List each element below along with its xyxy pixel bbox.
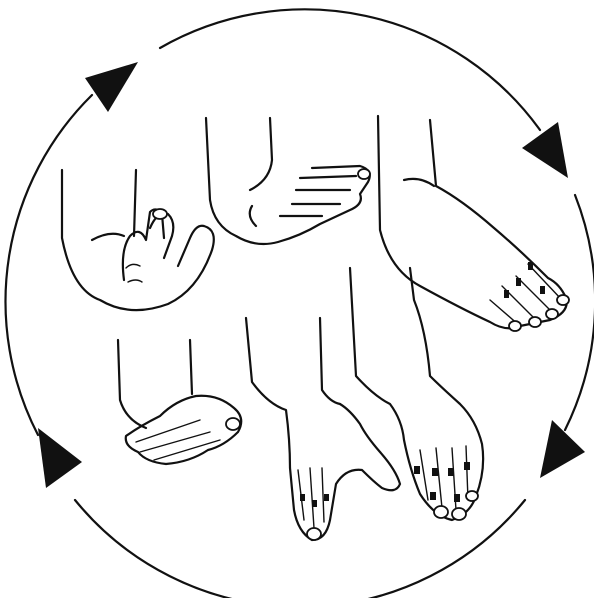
hand6-outline: [350, 268, 483, 520]
hand1-detail-2: [128, 280, 142, 282]
hand1-nail: [153, 209, 167, 219]
hand-illustration-1: [62, 170, 214, 310]
hand3-wrist-crease: [404, 179, 434, 186]
hand4-outline: [126, 396, 241, 464]
hand3-knuckle-1: [528, 262, 533, 270]
hand6-knuckle-1: [414, 466, 420, 474]
hand6-finger-2: [436, 448, 442, 508]
hand6-knuckle-3: [448, 468, 454, 476]
hand6-knuckle-5: [430, 492, 436, 500]
hand3-knuckle-4: [540, 286, 545, 294]
hand-illustration-5: [246, 318, 400, 540]
hand3-knuckle-2: [516, 278, 521, 286]
hand3-nail-4: [557, 295, 569, 305]
cycle-arc-right: [565, 195, 594, 430]
hand6-nail-2: [452, 508, 466, 520]
cycle-arrow-icon-top-left: [85, 62, 138, 112]
cycle-ring: [6, 9, 594, 598]
hand6-knuckle-2: [432, 468, 438, 476]
hand6-knuckle-6: [454, 494, 460, 502]
hand2-outline: [206, 118, 370, 244]
hand5-finger-2: [310, 468, 314, 528]
hand5-finger-3: [322, 468, 324, 522]
hand1-wrist-line: [134, 170, 136, 236]
hand5-wrist-line: [320, 318, 340, 404]
hand6-nail-3: [466, 491, 478, 501]
hand3-nail-1: [509, 321, 521, 331]
hand3-nail-2: [529, 317, 541, 327]
hand6-finger-1: [420, 450, 428, 500]
cycle-arrow-icon-bottom-right: [540, 420, 585, 478]
hand1-detail-1: [126, 264, 140, 268]
hand5-nail: [307, 528, 321, 540]
hand1-palm-crease: [92, 234, 124, 240]
hand3-finger-3: [516, 276, 552, 312]
hand2-finger-1: [300, 176, 356, 178]
hand2-thumb: [250, 206, 256, 226]
hand1-outline: [62, 170, 214, 310]
hand4-arm-left: [118, 340, 146, 428]
hand5-knuckle-3: [324, 494, 329, 501]
hand2-wrist-line: [250, 118, 272, 190]
cycle-arrow-icon-bottom-left: [38, 428, 82, 488]
hand3-knuckle-3: [504, 290, 509, 298]
hand3-nail-3: [546, 309, 558, 319]
hand6-knuckle-4: [464, 462, 470, 470]
cycle-arrow-icon-top-right: [522, 122, 568, 178]
hand3-finger-4: [528, 264, 562, 300]
hand-illustration-6: [350, 268, 483, 520]
hand5-knuckle-2: [312, 500, 317, 507]
hand5-knuckle-1: [300, 494, 305, 501]
hand4-arm-right: [190, 340, 192, 394]
hand6-nail-1: [434, 506, 448, 518]
hand2-nail: [358, 169, 370, 179]
hand-illustration-4: [118, 340, 241, 464]
hand4-finger-2: [140, 432, 210, 452]
cycle-arc-left: [6, 95, 92, 435]
hand4-nail: [226, 418, 240, 430]
hand-illustration-2: [206, 118, 370, 244]
cycle-arc-top: [160, 9, 540, 130]
hand1-fingers: [123, 209, 164, 280]
